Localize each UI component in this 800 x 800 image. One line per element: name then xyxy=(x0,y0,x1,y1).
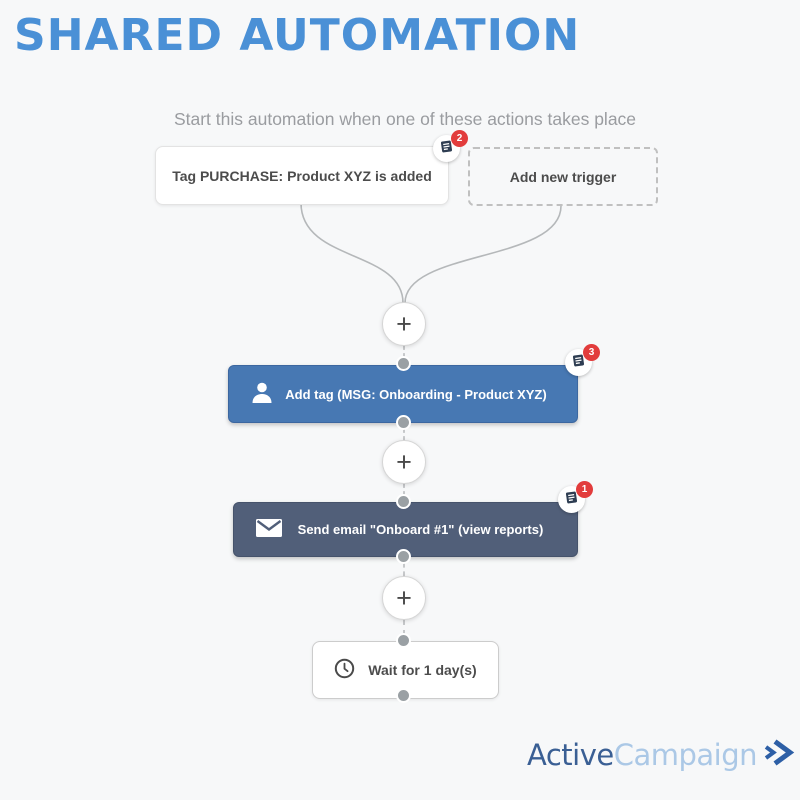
action-label: Add tag (MSG: Onboarding - Product XYZ) xyxy=(285,386,547,402)
envelope-icon xyxy=(256,519,282,540)
notes-badge[interactable]: 3 xyxy=(565,344,600,376)
add-action-button[interactable]: + xyxy=(382,440,426,484)
logo-text-campaign: Campaign xyxy=(613,737,758,772)
connector-line xyxy=(403,619,405,636)
note-icon xyxy=(440,140,453,158)
action-node-send-email[interactable]: Send email "Onboard #1" (view reports) xyxy=(233,502,578,557)
page-title: SHARED AUTOMATION xyxy=(14,10,581,61)
trigger-instructions: Start this automation when one of these … xyxy=(173,109,637,129)
connector-line xyxy=(403,428,405,441)
add-new-trigger-button[interactable]: Add new trigger xyxy=(468,147,658,206)
connector-line xyxy=(403,562,405,577)
connector-dot xyxy=(396,415,411,430)
add-action-button[interactable]: + xyxy=(382,302,426,346)
add-trigger-label: Add new trigger xyxy=(509,168,617,185)
person-icon xyxy=(251,382,273,406)
note-count-badge: 1 xyxy=(576,481,593,498)
connector-dot xyxy=(396,688,411,703)
trigger-node-tag-purchase[interactable]: Tag PURCHASE: Product XYZ is added xyxy=(155,146,449,205)
logo-text-active: Active xyxy=(527,737,614,772)
connector-dot xyxy=(396,356,411,371)
action-label: Send email "Onboard #1" (view reports) xyxy=(297,522,544,537)
note-count-badge: 2 xyxy=(451,130,468,147)
action-label: Wait for 1 day(s) xyxy=(368,662,477,678)
plus-icon: + xyxy=(396,308,412,339)
trigger-label: Tag PURCHASE: Product XYZ is added xyxy=(172,167,432,184)
add-action-button[interactable]: + xyxy=(382,576,426,620)
connector-line xyxy=(403,345,405,358)
note-icon xyxy=(572,354,585,372)
double-chevron-right-icon xyxy=(757,736,795,773)
connector-dot xyxy=(396,494,411,509)
notes-badge[interactable]: 1 xyxy=(558,481,593,513)
connector-dot xyxy=(396,633,411,648)
connector-dot xyxy=(396,549,411,564)
note-count-badge: 3 xyxy=(583,344,600,361)
note-icon xyxy=(565,491,578,509)
plus-icon: + xyxy=(396,446,412,477)
clock-icon xyxy=(334,658,355,682)
connector-line xyxy=(403,483,405,496)
notes-badge[interactable]: 2 xyxy=(433,130,468,162)
plus-icon: + xyxy=(396,582,412,613)
